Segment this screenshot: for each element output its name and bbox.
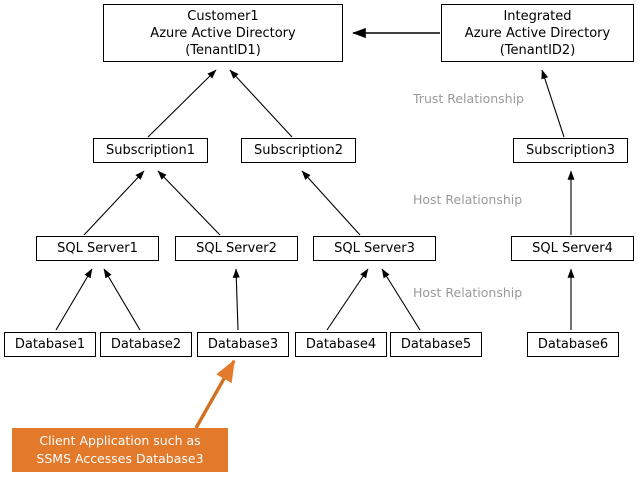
node-sql-server4[interactable]: SQL Server4 xyxy=(511,236,634,261)
node-database6[interactable]: Database6 xyxy=(527,332,619,357)
edge-database3-to-sqlserver2 xyxy=(232,268,240,331)
node-database5[interactable]: Database5 xyxy=(390,332,482,357)
node-line: Azure Active Directory xyxy=(464,25,611,41)
label-host-relationship-database-tier: Host Relationship xyxy=(413,285,523,300)
edge-sqlserver3-to-subscription2 xyxy=(301,170,361,236)
edge-subscription2-to-customer-aad xyxy=(229,69,293,138)
node-database3[interactable]: Database3 xyxy=(197,332,289,357)
node-subscription3[interactable]: Subscription3 xyxy=(513,138,628,163)
callout-client-application[interactable]: Client Application such as SSMS Accesses… xyxy=(12,428,228,472)
node-label: Database6 xyxy=(537,337,609,352)
node-label: SQL Server4 xyxy=(532,241,613,256)
node-label: SQL Server3 xyxy=(334,241,415,256)
edge-database2-to-sqlserver1 xyxy=(103,268,141,331)
node-label: SQL Server2 xyxy=(196,241,277,256)
node-line: Integrated xyxy=(503,8,572,24)
node-sql-server3[interactable]: SQL Server3 xyxy=(313,236,436,261)
node-sql-server1[interactable]: SQL Server1 xyxy=(36,236,159,261)
edge-database1-to-sqlserver1 xyxy=(55,268,93,331)
node-label: Subscription2 xyxy=(253,143,344,158)
node-sql-server2[interactable]: SQL Server2 xyxy=(175,236,298,261)
edge-subscription3-to-integrated-aad xyxy=(541,69,565,138)
node-label: Database3 xyxy=(207,337,279,352)
node-label: Database1 xyxy=(14,337,86,352)
node-label: Subscription1 xyxy=(105,143,196,158)
node-line: Azure Active Directory xyxy=(150,25,296,41)
edge-subscription1-to-customer-aad xyxy=(147,69,217,138)
callout-line: SSMS Accesses Database3 xyxy=(36,451,204,466)
node-line: (TenantID2) xyxy=(499,42,576,58)
node-line: (TenantID1) xyxy=(185,42,261,58)
label-host-relationship-subscription-tier: Host Relationship xyxy=(413,192,523,207)
node-label: Database4 xyxy=(305,337,377,352)
node-subscription1[interactable]: Subscription1 xyxy=(93,138,208,163)
node-label: Subscription3 xyxy=(525,143,616,158)
node-database1[interactable]: Database1 xyxy=(4,332,96,357)
label-trust-relationship: Trust Relationship xyxy=(413,91,524,106)
node-label: Database5 xyxy=(400,337,472,352)
node-label: Database2 xyxy=(110,337,182,352)
edge-callout-to-database3 xyxy=(194,359,236,429)
node-integrated-azure-ad[interactable]: Integrated Azure Active Directory (Tenan… xyxy=(441,4,634,62)
edge-sqlserver2-to-subscription1 xyxy=(157,170,221,236)
node-subscription2[interactable]: Subscription2 xyxy=(241,138,356,163)
node-database4[interactable]: Database4 xyxy=(295,332,387,357)
node-customer1-azure-ad[interactable]: Customer1 Azure Active Directory (Tenant… xyxy=(103,4,343,62)
node-label: SQL Server1 xyxy=(57,241,138,256)
edge-database5-to-sqlserver3 xyxy=(381,268,421,331)
callout-line: Client Application such as xyxy=(39,433,201,448)
edge-database4-to-sqlserver3 xyxy=(326,268,369,331)
node-line: Customer1 xyxy=(187,8,259,24)
edge-sqlserver1-to-subscription1 xyxy=(83,170,145,236)
node-database2[interactable]: Database2 xyxy=(100,332,192,357)
